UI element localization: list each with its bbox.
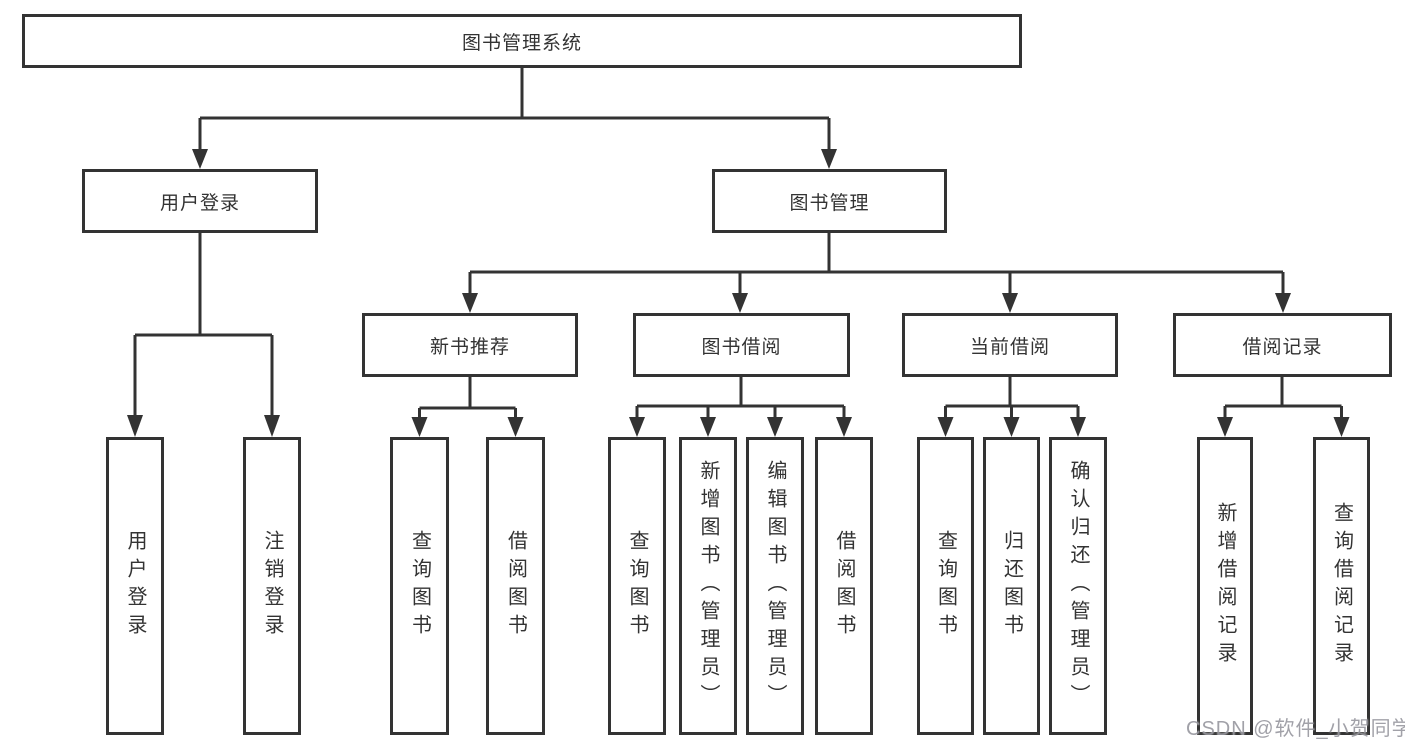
- node-root-label: 图书管理系统: [461, 32, 582, 54]
- leaf-add-books-admin-label: 新增图书（管理员）: [697, 460, 719, 712]
- node-borrow-records-label: 借阅记录: [1242, 336, 1323, 358]
- leaf-return-books-label: 归还图书: [1000, 530, 1023, 642]
- leaf-user-login: 用户登录: [106, 437, 164, 735]
- node-current-borrow: 当前借阅: [902, 313, 1118, 377]
- leaf-query-books-borrow: 查询图书: [608, 437, 666, 735]
- leaf-query-books-current-label: 查询图书: [934, 530, 957, 642]
- leaf-query-borrow-record-label: 查询借阅记录: [1330, 502, 1353, 670]
- node-current-borrow-label: 当前借阅: [969, 336, 1050, 358]
- leaf-confirm-return-admin: 确认归还（管理员）: [1049, 437, 1107, 735]
- leaf-borrow-books-label: 借阅图书: [833, 530, 855, 642]
- leaf-add-borrow-record: 新增借阅记录: [1197, 437, 1253, 735]
- node-new-book-recommend-label: 新书推荐: [429, 336, 510, 358]
- leaf-query-books-recommend: 查询图书: [390, 437, 449, 735]
- node-root-library-management-system: 图书管理系统: [22, 14, 1022, 68]
- leaf-borrow-books: 借阅图书: [815, 437, 873, 735]
- leaf-logout-label: 注销登录: [261, 530, 283, 642]
- leaf-query-books-current: 查询图书: [917, 437, 974, 735]
- leaf-return-books: 归还图书: [983, 437, 1040, 735]
- leaf-add-books-admin: 新增图书（管理员）: [679, 437, 737, 735]
- leaf-borrow-books-recommend: 借阅图书: [486, 437, 545, 735]
- leaf-edit-books-admin-label: 编辑图书（管理员）: [764, 460, 786, 712]
- csdn-watermark: CSDN @软件_小贺同学: [1186, 718, 1405, 740]
- node-new-book-recommend: 新书推荐: [362, 313, 578, 377]
- node-user-login-label: 用户登录: [159, 192, 240, 214]
- node-borrow-records: 借阅记录: [1173, 313, 1392, 377]
- leaf-query-books-borrow-label: 查询图书: [626, 530, 648, 642]
- node-book-management-label: 图书管理: [789, 192, 870, 214]
- leaf-edit-books-admin: 编辑图书（管理员）: [746, 437, 804, 735]
- leaf-borrow-books-recommend-label: 借阅图书: [504, 530, 527, 642]
- leaf-add-borrow-record-label: 新增借阅记录: [1214, 502, 1236, 670]
- node-book-borrow: 图书借阅: [633, 313, 850, 377]
- leaf-logout: 注销登录: [243, 437, 301, 735]
- leaf-user-login-label: 用户登录: [124, 530, 146, 642]
- leaf-confirm-return-admin-label: 确认归还（管理员）: [1067, 460, 1089, 712]
- leaf-query-borrow-record: 查询借阅记录: [1313, 437, 1370, 735]
- node-book-borrow-label: 图书借阅: [701, 336, 782, 358]
- node-book-management: 图书管理: [712, 169, 947, 233]
- node-user-login: 用户登录: [82, 169, 318, 233]
- leaf-query-books-recommend-label: 查询图书: [408, 530, 431, 642]
